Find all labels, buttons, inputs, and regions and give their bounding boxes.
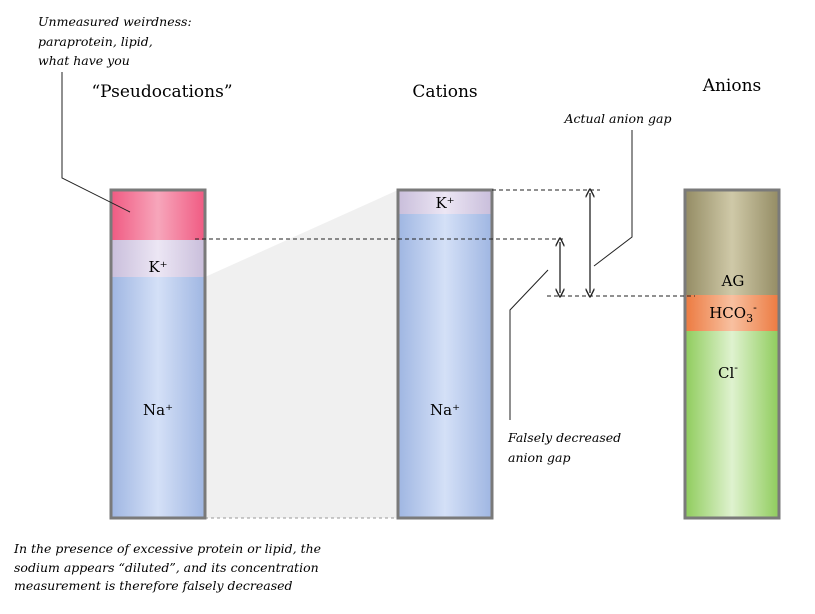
pseudo-bar-border	[109, 188, 207, 520]
chloride-text: Cl	[718, 364, 734, 382]
bicarbonate-text: HCO	[709, 304, 746, 322]
cation-potassium-segment	[398, 190, 492, 214]
bottom-note: In the presence of excessive protein or …	[13, 541, 321, 593]
unmeasured-line-3: what have you	[38, 53, 130, 68]
cation-potassium-label: K⁺	[435, 194, 454, 212]
anion-gap-segment	[685, 190, 779, 295]
actual-gap-label: Actual anion gap	[563, 111, 671, 126]
pseudo-potassium-label: K⁺	[148, 258, 167, 276]
anion-bar-border	[683, 188, 781, 520]
false-gap-leader	[509, 269, 549, 420]
unmeasured-line-1: Unmeasured weirdness:	[38, 14, 192, 29]
anions-bar	[683, 188, 781, 520]
cations-header: Cations	[412, 82, 477, 102]
pseudo-sodium-label: Na⁺	[143, 401, 173, 419]
false-gap-line-2: anion gap	[508, 450, 571, 465]
bicarbonate-subscript: 3	[746, 312, 753, 325]
bottom-note-line-1: In the presence of excessive protein or …	[13, 541, 321, 556]
cation-bar-border	[396, 188, 494, 520]
actual-gap-leader	[593, 130, 633, 267]
chloride-superscript: -	[734, 361, 738, 374]
projection-shade	[205, 190, 398, 518]
anion-gap-label: AG	[721, 272, 745, 290]
pseudo-sodium-segment	[111, 277, 205, 518]
bottom-note-line-2: sodium appears “diluted”, and its concen…	[14, 560, 319, 575]
chloride-segment	[685, 331, 779, 518]
unmeasured-line-2: paraprotein, lipid,	[38, 34, 153, 49]
unmeasured-annotation: Unmeasured weirdness: paraprotein, lipid…	[38, 14, 192, 68]
bicarbonate-label: HCO3-	[709, 301, 757, 325]
cation-sodium-label: Na⁺	[430, 401, 460, 419]
false-gap-line-1: Falsely decreased	[507, 430, 621, 445]
unmeasured-leader	[61, 72, 131, 213]
anions-header: Anions	[702, 76, 762, 96]
false-gap-annotation: Falsely decreased anion gap	[507, 430, 621, 465]
chloride-label: Cl-	[718, 361, 738, 382]
cation-sodium-segment	[398, 214, 492, 518]
pseudocations-bar	[109, 188, 207, 520]
unmeasured-segment	[111, 190, 205, 240]
bicarbonate-superscript: -	[753, 301, 757, 314]
pseudocations-header: “Pseudocations”	[91, 82, 232, 102]
cations-bar	[396, 188, 494, 520]
bottom-note-line-3: measurement is therefore falsely decreas…	[14, 578, 293, 593]
bicarbonate-segment	[685, 295, 779, 331]
pseudo-potassium-segment	[111, 240, 205, 277]
